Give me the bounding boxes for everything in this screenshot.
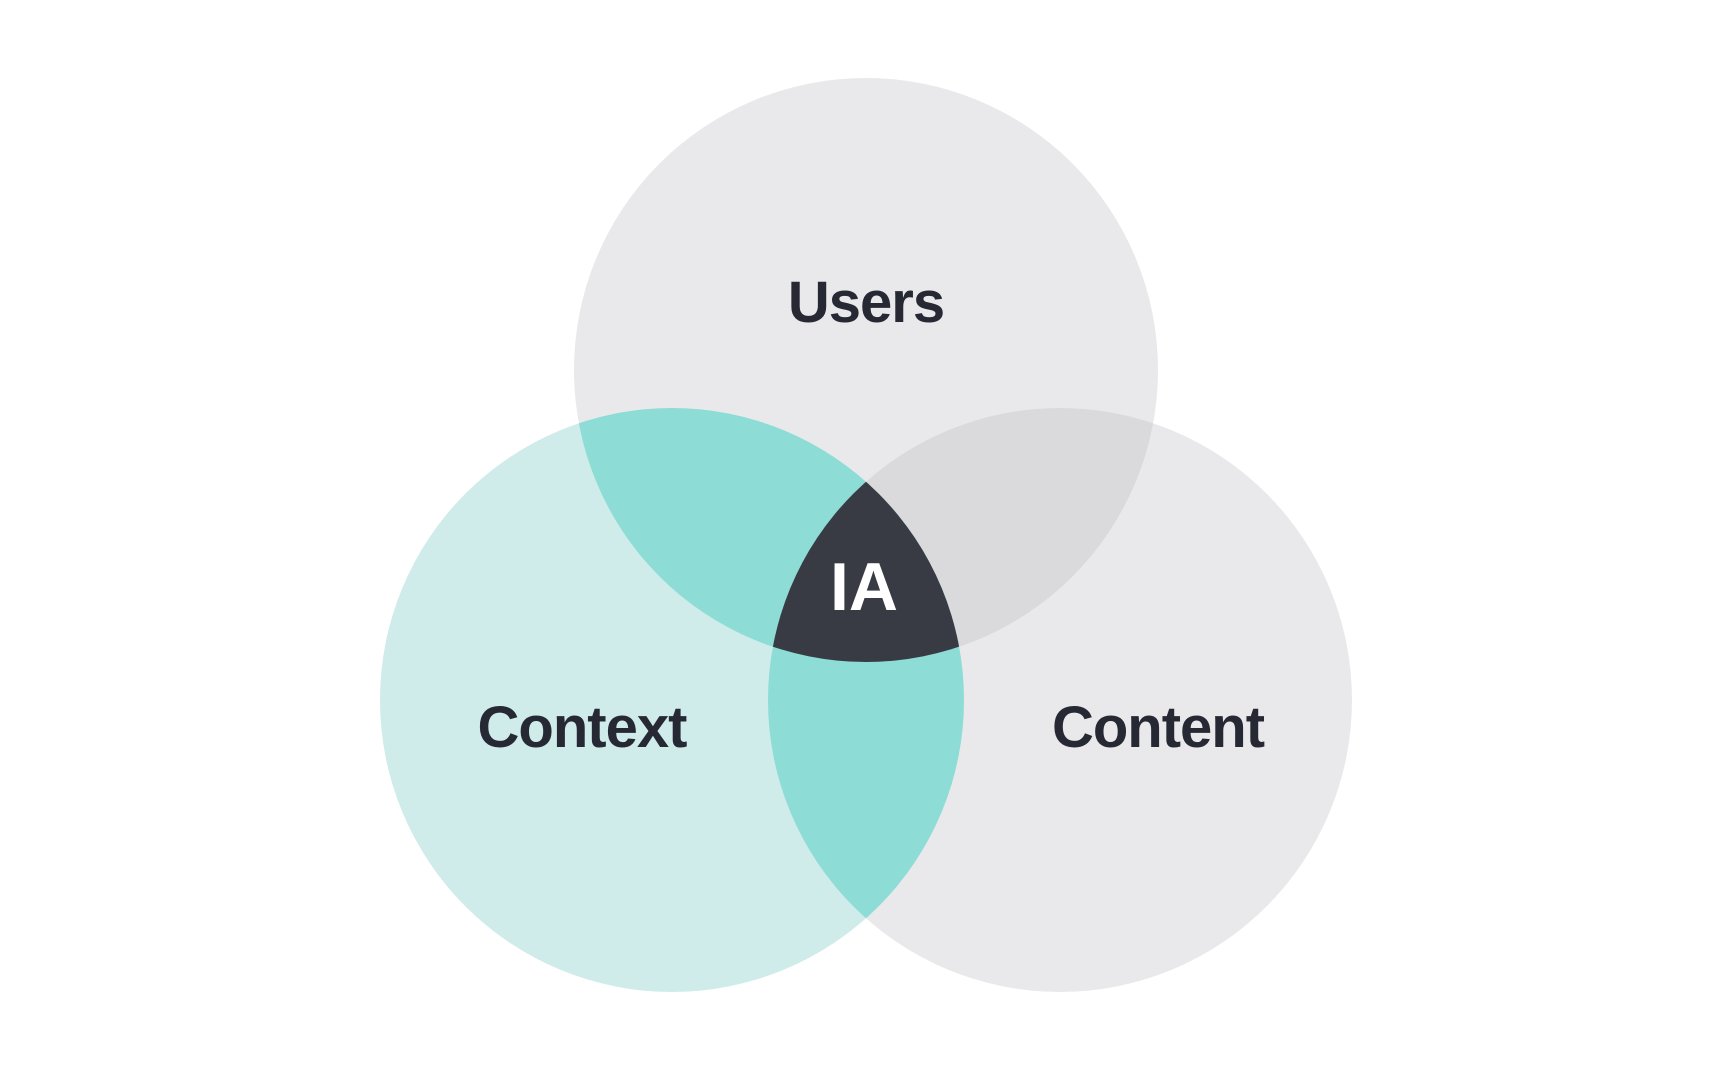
context-label: Context — [478, 695, 688, 760]
triple-overlap-group — [768, 408, 964, 662]
users-label: Users — [788, 270, 944, 335]
triple-overlap — [768, 408, 964, 662]
ia-center-label: IA — [830, 549, 898, 625]
content-label: Content — [1052, 695, 1265, 760]
